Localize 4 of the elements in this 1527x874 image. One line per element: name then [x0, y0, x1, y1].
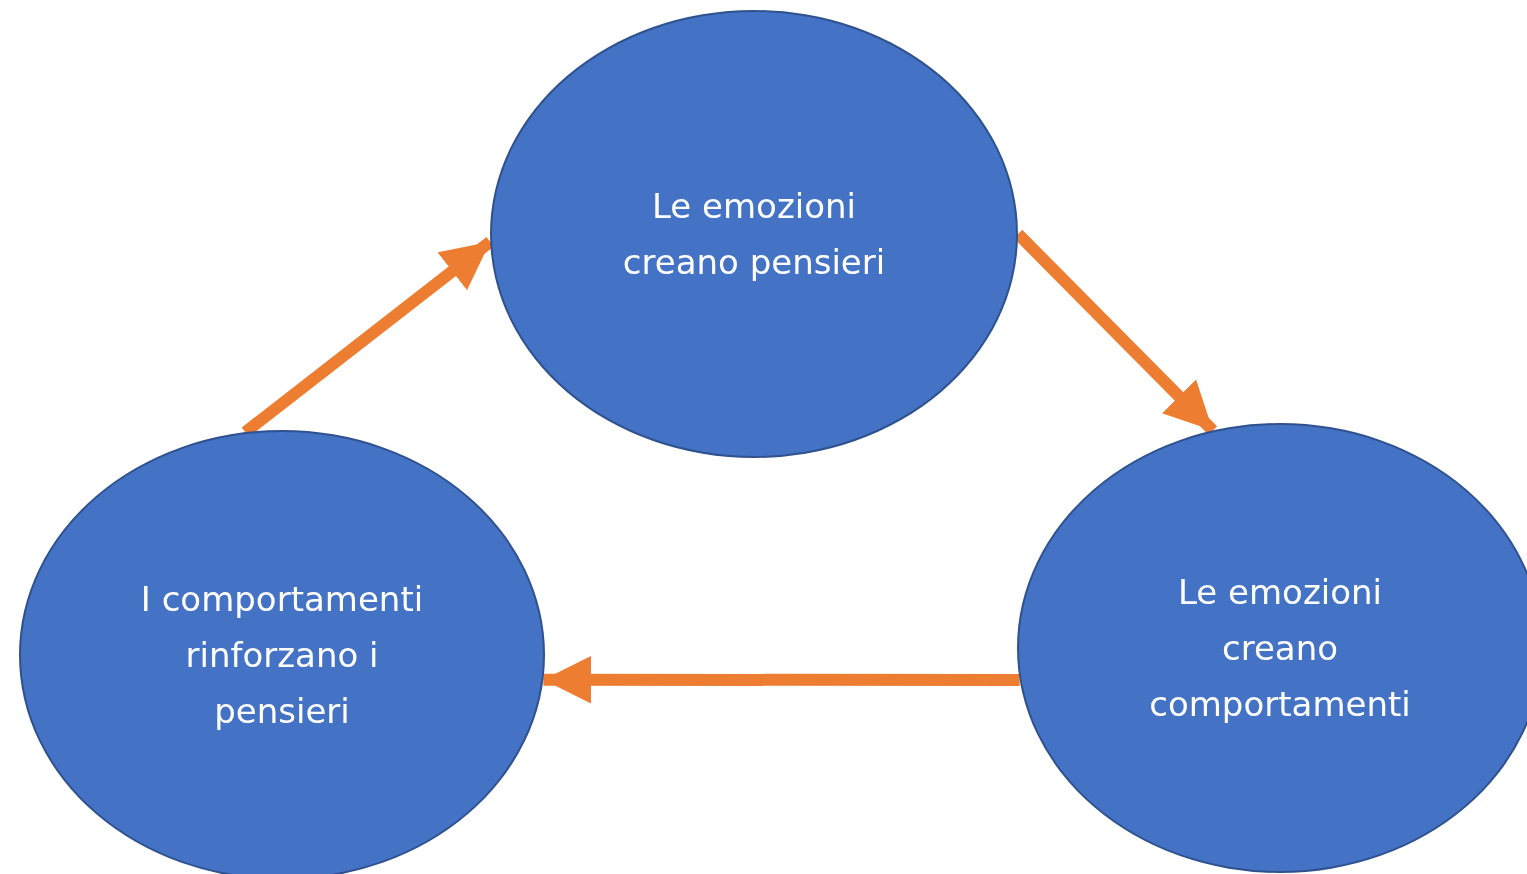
node-label: Le emozioni creano comportamenti: [1148, 570, 1412, 727]
node-label: I comportamenti rinforzano i pensieri: [139, 577, 425, 734]
arrow: [543, 655, 1020, 704]
node-label: Le emozioni creano pensieri: [621, 184, 887, 284]
